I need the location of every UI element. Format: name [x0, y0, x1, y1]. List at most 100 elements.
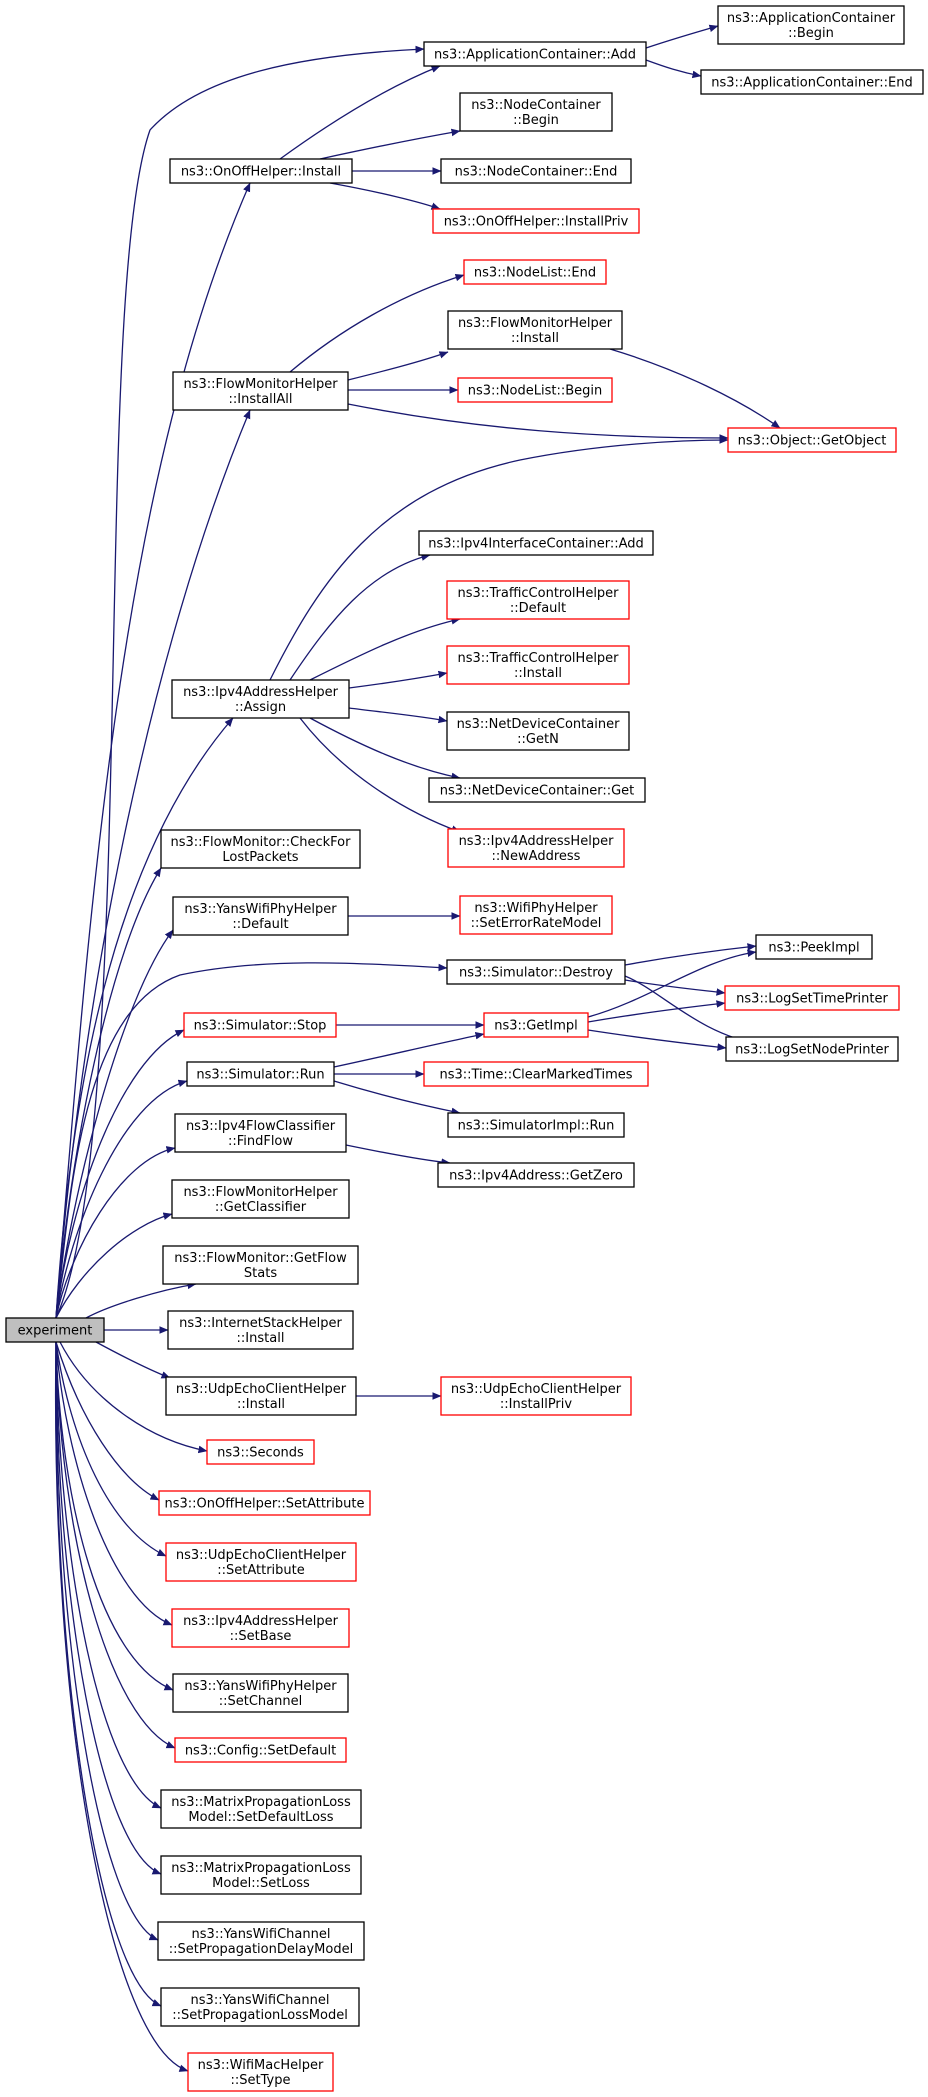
node-box[interactable] — [463, 259, 607, 285]
node-box[interactable] — [717, 5, 905, 45]
node-box[interactable] — [165, 1376, 357, 1416]
node-seconds[interactable]: ns3::Seconds — [206, 1439, 315, 1465]
node-box[interactable] — [423, 1061, 649, 1087]
node-ipv4ah_setbase[interactable]: ns3::Ipv4AddressHelper::SetBase — [171, 1608, 350, 1648]
node-box[interactable] — [483, 1012, 589, 1038]
node-box[interactable] — [700, 69, 924, 95]
node-box[interactable] — [162, 1245, 359, 1285]
node-box[interactable] — [160, 829, 361, 869]
node-box[interactable] — [186, 1061, 335, 1087]
node-box[interactable] — [160, 1789, 362, 1829]
node-tch_default[interactable]: ns3::TrafficControlHelper::Default — [446, 580, 630, 620]
node-ipv4fc_findflow[interactable]: ns3::Ipv4FlowClassifier::FindFlow — [174, 1113, 347, 1153]
node-box[interactable] — [459, 92, 613, 132]
node-box[interactable] — [437, 1162, 635, 1188]
node-sim_stop[interactable]: ns3::Simulator::Stop — [183, 1012, 337, 1038]
node-config_setdefault[interactable]: ns3::Config::SetDefault — [174, 1737, 347, 1763]
node-uech_setattr[interactable]: ns3::UdpEchoClientHelper::SetAttribute — [165, 1542, 357, 1582]
node-box[interactable] — [5, 1317, 105, 1343]
node-box[interactable] — [160, 1855, 362, 1895]
node-box[interactable] — [171, 1179, 350, 1219]
node-box[interactable] — [418, 530, 654, 556]
node-nodec_begin[interactable]: ns3::NodeContainer::Begin — [459, 92, 613, 132]
node-simimpl_run[interactable]: ns3::SimulatorImpl::Run — [447, 1112, 625, 1138]
node-appc_add[interactable]: ns3::ApplicationContainer::Add — [423, 41, 647, 67]
node-ywc_setloss[interactable]: ns3::YansWifiChannel::SetPropagationLoss… — [160, 1987, 360, 2027]
node-fmh_getclassifier[interactable]: ns3::FlowMonitorHelper::GetClassifier — [171, 1179, 350, 1219]
node-box[interactable] — [172, 371, 349, 411]
node-wph_seterrorrate[interactable]: ns3::WifiPhyHelper::SetErrorRateModel — [459, 895, 613, 935]
node-box[interactable] — [167, 1310, 354, 1350]
node-box[interactable] — [171, 679, 350, 719]
node-box[interactable] — [727, 427, 897, 453]
node-box[interactable] — [172, 1673, 349, 1713]
node-getimpl[interactable]: ns3::GetImpl — [483, 1012, 589, 1038]
node-ndc_get[interactable]: ns3::NetDeviceContainer::Get — [428, 777, 646, 803]
node-ywph_default[interactable]: ns3::YansWifiPhyHelper::Default — [172, 896, 349, 936]
node-box[interactable] — [157, 1921, 365, 1961]
node-onoff_install[interactable]: ns3::OnOffHelper::Install — [169, 158, 353, 184]
node-box[interactable] — [169, 158, 353, 184]
node-box[interactable] — [724, 985, 900, 1011]
node-fmh_install[interactable]: ns3::FlowMonitorHelper::Install — [447, 310, 623, 350]
node-box[interactable] — [160, 1987, 360, 2027]
node-fmh_installall[interactable]: ns3::FlowMonitorHelper::InstallAll — [172, 371, 349, 411]
node-ywph_setchannel[interactable]: ns3::YansWifiPhyHelper::SetChannel — [172, 1673, 349, 1713]
node-box[interactable] — [447, 310, 623, 350]
node-box[interactable] — [183, 1012, 337, 1038]
node-logsettimeprinter[interactable]: ns3::LogSetTimePrinter — [724, 985, 900, 1011]
node-box[interactable] — [440, 158, 632, 184]
node-box[interactable] — [446, 580, 630, 620]
node-tch_install[interactable]: ns3::TrafficControlHelper::Install — [446, 645, 630, 685]
node-nodec_end[interactable]: ns3::NodeContainer::End — [440, 158, 632, 184]
node-box[interactable] — [423, 41, 647, 67]
node-box[interactable] — [174, 1737, 347, 1763]
node-ipv4ah_assign[interactable]: ns3::Ipv4AddressHelper::Assign — [171, 679, 350, 719]
node-box[interactable] — [725, 1036, 899, 1062]
node-ipv4addr_getzero[interactable]: ns3::Ipv4Address::GetZero — [437, 1162, 635, 1188]
node-mplm_setdefaultloss[interactable]: ns3::MatrixPropagationLossModel::SetDefa… — [160, 1789, 362, 1829]
node-box[interactable] — [446, 959, 626, 985]
node-box[interactable] — [457, 377, 613, 403]
node-box[interactable] — [174, 1113, 347, 1153]
node-nodelist_begin[interactable]: ns3::NodeList::Begin — [457, 377, 613, 403]
node-box[interactable] — [206, 1439, 315, 1465]
node-peekimpl[interactable]: ns3::PeekImpl — [755, 934, 873, 960]
node-box[interactable] — [446, 645, 630, 685]
node-onoff_installpriv[interactable]: ns3::OnOffHelper::InstallPriv — [432, 208, 640, 234]
node-nodelist_end[interactable]: ns3::NodeList::End — [463, 259, 607, 285]
node-box[interactable] — [432, 208, 640, 234]
node-wmh_settype[interactable]: ns3::WifiMacHelper::SetType — [187, 2052, 334, 2092]
node-ish_install[interactable]: ns3::InternetStackHelper::Install — [167, 1310, 354, 1350]
node-box[interactable] — [459, 895, 613, 935]
node-box[interactable] — [755, 934, 873, 960]
node-ipv4ah_newaddress[interactable]: ns3::Ipv4AddressHelper::NewAddress — [447, 828, 625, 868]
node-box[interactable] — [172, 896, 349, 936]
node-box[interactable] — [171, 1608, 350, 1648]
node-ipv4ic_add[interactable]: ns3::Ipv4InterfaceContainer::Add — [418, 530, 654, 556]
node-uech_installpriv[interactable]: ns3::UdpEchoClientHelper::InstallPriv — [440, 1376, 632, 1416]
node-box[interactable] — [428, 777, 646, 803]
node-box[interactable] — [447, 1112, 625, 1138]
node-box[interactable] — [187, 2052, 334, 2092]
node-sim_destroy[interactable]: ns3::Simulator::Destroy — [446, 959, 626, 985]
node-box[interactable] — [440, 1376, 632, 1416]
node-box[interactable] — [447, 828, 625, 868]
node-box[interactable] — [446, 711, 630, 751]
node-appc_end[interactable]: ns3::ApplicationContainer::End — [700, 69, 924, 95]
node-object_getobject[interactable]: ns3::Object::GetObject — [727, 427, 897, 453]
node-ndc_getn[interactable]: ns3::NetDeviceContainer::GetN — [446, 711, 630, 751]
node-sim_run[interactable]: ns3::Simulator::Run — [186, 1061, 335, 1087]
node-onoff_setattr[interactable]: ns3::OnOffHelper::SetAttribute — [158, 1490, 371, 1516]
node-time_clearmarked[interactable]: ns3::Time::ClearMarkedTimes — [423, 1061, 649, 1087]
node-ywc_setdelay[interactable]: ns3::YansWifiChannel::SetPropagationDela… — [157, 1921, 365, 1961]
node-uech_install[interactable]: ns3::UdpEchoClientHelper::Install — [165, 1376, 357, 1416]
node-appc_begin[interactable]: ns3::ApplicationContainer::Begin — [717, 5, 905, 45]
node-box[interactable] — [165, 1542, 357, 1582]
node-experiment[interactable]: experiment — [5, 1317, 105, 1343]
node-box[interactable] — [158, 1490, 371, 1516]
node-logsetnodeprinter[interactable]: ns3::LogSetNodePrinter — [725, 1036, 899, 1062]
